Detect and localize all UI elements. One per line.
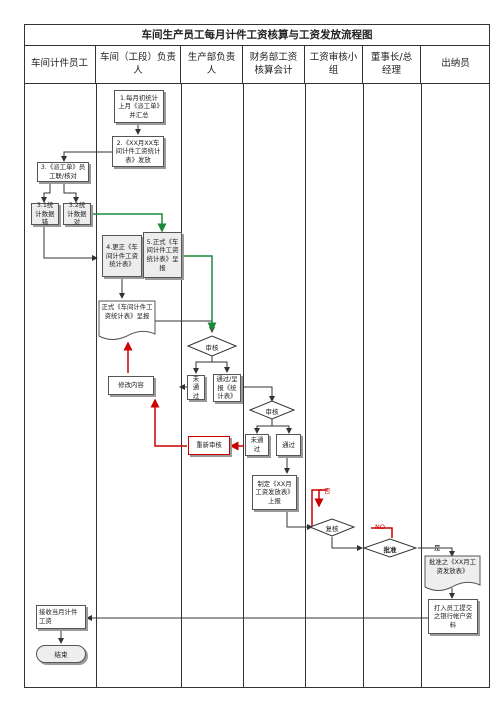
arrow-n31-n4 (43, 226, 98, 261)
arrow-doc-review1 (155, 320, 215, 333)
lane-divider (305, 84, 306, 688)
lane-header-payroll-accountant: 财务部工资核算会计 (243, 46, 305, 84)
node-fail2: 未通过 (245, 434, 269, 456)
node-stat-table-issue: 2.《XX月XX车间计件工资统计表》发放 (112, 136, 164, 167)
doc-shape-formal (98, 300, 156, 340)
green-arrow-n5-review1 (183, 255, 217, 332)
arrow-recheck-approve (331, 537, 363, 551)
node-dispatch-check: 3.《派工单》员工联/核对 (37, 162, 89, 182)
lane-header-cashier: 出纳员 (421, 46, 490, 84)
arrow-review1-fail (193, 354, 213, 374)
doc-approved-table: 批准之《XX月工资发放表》 (428, 558, 477, 575)
lane-divider (421, 84, 422, 688)
red-arrow-recheck-no (314, 489, 327, 508)
green-arrow-n32-n5 (91, 213, 167, 233)
lane-divider (363, 84, 364, 688)
node-pass2: 通过 (276, 434, 301, 456)
label-review2: 审核 (265, 408, 279, 416)
arrow-review2-fail (254, 418, 273, 434)
label-approve: 批准 (383, 546, 397, 554)
lane-header-chairman: 董事长/总经理 (363, 46, 421, 84)
diamond-recheck (308, 518, 356, 537)
arrow-review1-pass (211, 354, 230, 373)
node-correct-table: 4.更正《车间计件工资统计表》 (102, 235, 142, 277)
label-recheck: 复核 (325, 525, 339, 533)
red-line-NO (371, 527, 393, 538)
node-pass-submit: 通过/呈报《统计表》 (213, 374, 241, 402)
diagram-frame (24, 24, 490, 688)
diagram-title: 车间生产员工每月计件工资核算与工资发放流程图 (24, 24, 490, 46)
diamond-approve (362, 538, 418, 558)
doc-shape-approved (424, 555, 481, 591)
label-NO: NO (375, 523, 385, 531)
node-stat-right: 3.2统计数据对 (63, 201, 91, 226)
arrow-n2-n3 (61, 151, 112, 162)
label-yes: 是 (434, 544, 441, 552)
node-fail1: 未通过 (187, 375, 205, 400)
end-terminator: 结束 (36, 645, 86, 663)
arrow-pass1-review2 (241, 386, 275, 402)
red-arrow-rereview-modify (150, 398, 187, 447)
node-receive-pay: 接收当月计件工资 (36, 605, 86, 629)
red-line-no (311, 489, 322, 527)
node-monthly-stats: 1.每月初统计上月《派工单》并汇总 (114, 90, 164, 123)
node-rereview: 重新审核 (188, 436, 230, 455)
node-modify-content: 修改内容 (108, 376, 154, 395)
arrow-n3-n31 (41, 183, 51, 203)
node-make-pay-table: 制定《XX月工资发放表》上报 (252, 475, 297, 510)
node-stat-wrong: 3.1统计数据错 (31, 201, 59, 226)
lane-divider (243, 84, 244, 688)
node-bank-transfer: 打入员工提交之银行帐户资料 (428, 599, 478, 634)
arrow-approve-table (418, 547, 455, 557)
lane-header-production-head: 生产部负责人 (181, 46, 243, 84)
lane-divider (96, 84, 97, 688)
arrow-review2-pass (271, 418, 292, 434)
arrow-n3-n32 (63, 183, 79, 203)
arrow-make-recheck (286, 510, 313, 530)
label-no: 否 (324, 487, 331, 495)
diamond-review2 (248, 400, 296, 420)
doc-formal-table: 正式《车间计件工资统计表》呈报 (101, 303, 153, 320)
node-formal-submit: 5.正式《车间计件工资统计表》呈报 (143, 232, 182, 278)
diamond-review1 (186, 335, 238, 357)
label-review1: 审核 (205, 344, 219, 352)
lane-header-workshop-leader: 车间（工段）负责人 (96, 46, 181, 84)
lane-header-audit-team: 工资审核小组 (305, 46, 363, 84)
lane-header-worker: 车间计件员工 (24, 46, 96, 84)
